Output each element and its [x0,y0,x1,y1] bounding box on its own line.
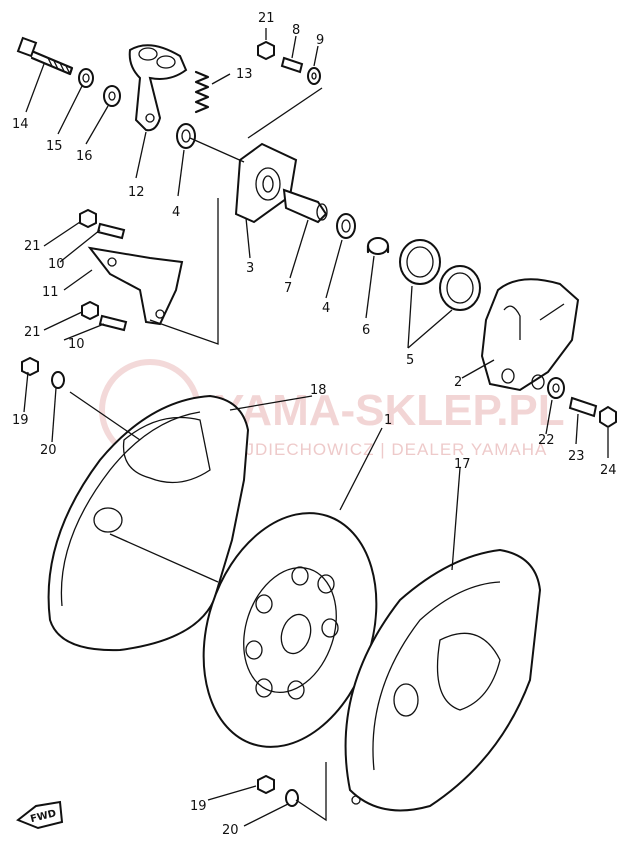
part-16-washer [103,85,121,107]
part-8-stud [280,56,304,74]
label-part-20-bottom: 20 [222,823,239,838]
watermark: YAMA-SKLEP.PL DOJDIECHOWICZ | DEALER YAM… [99,359,565,461]
label-part-9: 9 [316,33,324,48]
label-part-5: 5 [406,353,414,368]
part-17-plate [344,548,542,812]
label-part-21-low: 21 [24,325,41,340]
part-12-lever [128,44,188,132]
assembly-lines [69,87,327,822]
part-19-bolt-left [21,356,39,377]
label-part-7: 7 [284,281,292,296]
label-part-21-top: 21 [258,11,275,26]
label-part-24: 24 [600,463,617,478]
part-4-oring-upper [176,123,196,149]
part-24-nut [599,405,617,429]
part-10-bolt-mid [96,222,126,240]
label-part-14: 14 [12,117,29,132]
label-part-17: 17 [454,457,471,472]
part-23-bolt [568,396,598,418]
part-21-nut-mid [79,208,97,229]
part-20-washer-left [51,371,65,389]
label-part-10-low: 10 [68,337,85,352]
watermark-brand: YAMA-SKLEP.PL [215,386,565,435]
label-part-21-mid: 21 [24,239,41,254]
label-part-22: 22 [538,433,555,448]
label-part-13: 13 [236,67,253,82]
label-part-8: 8 [292,23,300,38]
part-11-bracket [87,246,184,326]
part-18-cover [47,394,250,652]
part-7-shaft [282,188,328,224]
label-part-19-left: 19 [12,413,29,428]
part-4-oring-lower [336,213,356,239]
part-3-housing [234,142,298,224]
label-part-16: 16 [76,149,93,164]
label-part-10-mid: 10 [48,257,65,272]
part-20-washer-bottom [285,789,299,807]
part-10-bolt-low [98,314,128,332]
label-part-6: 6 [362,323,370,338]
label-part-1: 1 [384,413,392,428]
label-part-12: 12 [128,185,145,200]
label-part-4-lower: 4 [322,301,330,316]
label-part-15: 15 [46,139,63,154]
part-22-washer [547,377,565,399]
part-1-disc [202,512,378,748]
label-part-4-upper: 4 [172,205,180,220]
part-9-washer [307,67,321,85]
label-part-18: 18 [310,383,327,398]
part-6-pin [366,237,390,255]
label-part-3: 3 [246,261,254,276]
label-part-20-left: 20 [40,443,57,458]
label-part-11: 11 [42,285,59,300]
part-13-spring [194,70,210,114]
label-part-19-bottom: 19 [190,799,207,814]
watermark-dealer: DOJDIECHOWICZ | DEALER YAMAHA [218,440,547,459]
part-21-nut-low [81,300,99,321]
part-15-washer [78,68,94,88]
leader-lines [23,28,609,827]
part-21-nut-top [257,40,275,61]
fwd-arrow-icon: FWD [16,800,64,830]
label-part-2: 2 [454,375,462,390]
part-2-caliper [480,278,580,392]
part-labels: 1 2 3 4 4 5 6 7 8 9 10 10 11 12 13 14 15… [12,11,617,838]
label-part-23: 23 [568,449,585,464]
part-14-bolt [16,36,74,76]
part-5-pistons [399,239,481,311]
part-19-bolt-bottom [257,774,275,795]
